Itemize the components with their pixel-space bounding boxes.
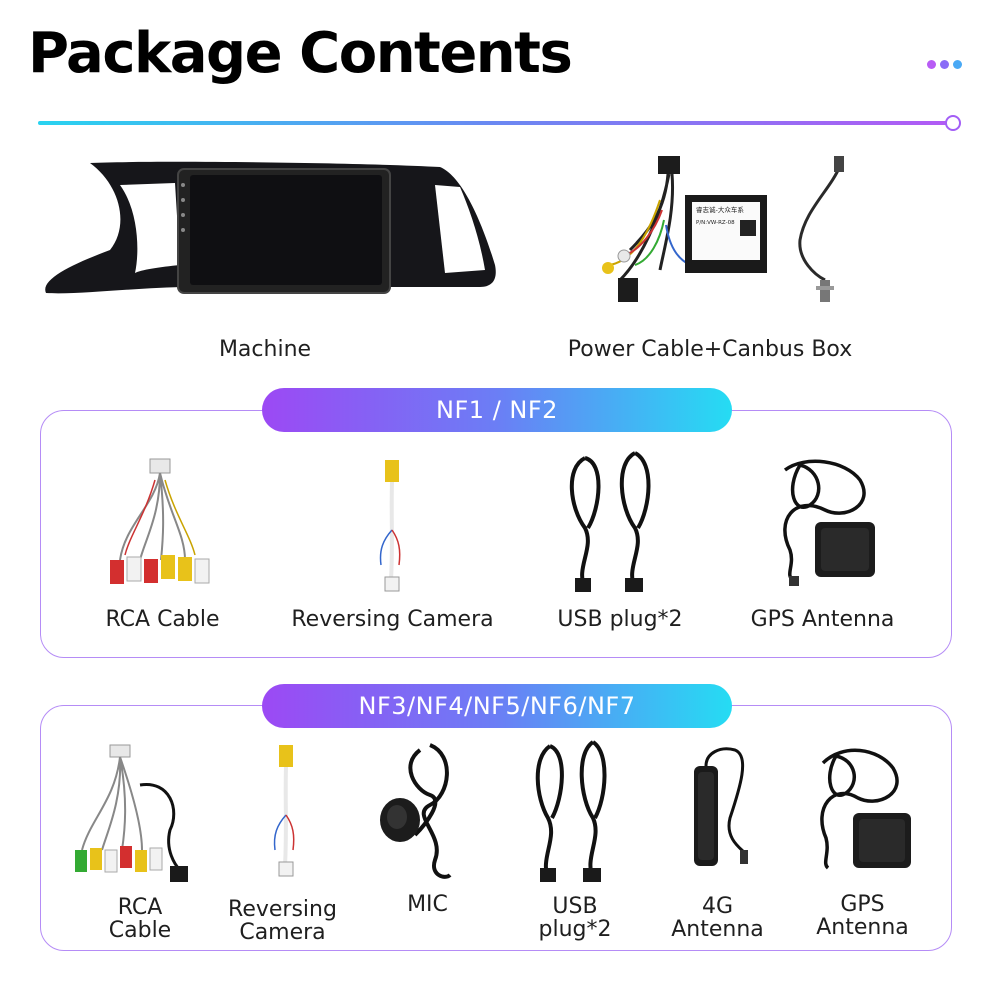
s2-item-mic-label-line1: MIC [407, 892, 448, 917]
s1-item-usb-label: USB plug*2 [557, 607, 683, 632]
s2-item-rca-label-line1: RCA [117, 895, 163, 920]
gps-antenna-image [820, 748, 911, 870]
s2-item-reversing-camera-label: Reversing Camera [215, 898, 350, 944]
s2-item-rca-label-line2: Cable [108, 918, 172, 944]
canbus-label-line2: P/N:VW-RZ-08 [696, 220, 735, 226]
page-title: Package Contents [28, 21, 573, 86]
s2-item-mic-label: MIC [380, 893, 475, 916]
gps-antenna-image [783, 459, 875, 586]
s1-item-reversing-camera-label: Reversing Camera [291, 607, 494, 632]
more-dots-icon [927, 60, 962, 69]
power-cable-label: Power Cable+Canbus Box [567, 337, 853, 362]
reversing-camera-image [273, 745, 295, 877]
s2-item-4g-label-line1: 4G [701, 894, 734, 919]
s2-item-gps-label-line2: Antenna [816, 915, 909, 941]
s1-item-rca-label: RCA Cable [105, 607, 220, 632]
reversing-camera-image [379, 460, 401, 592]
s2-item-usb-label-line1: USB [552, 894, 598, 919]
s2-item-rca-label: RCA Cable [85, 896, 195, 942]
rca-cable-image [75, 744, 188, 882]
s2-item-gps-label: GPS Antenna [805, 893, 920, 939]
s2-item-4g-label-line2: Antenna [671, 917, 764, 943]
s2-item-4g-label: 4G Antenna [660, 895, 775, 941]
s2-item-gps-label-line1: GPS [840, 892, 885, 917]
s2-item-reversing-camera-label-line1: Reversing [228, 897, 337, 922]
section-nf1-nf2-title: NF1 / NF2 [262, 388, 732, 432]
s2-item-reversing-camera-label-line2: Camera [239, 920, 326, 946]
s2-item-usb-label-line2: plug*2 [538, 917, 612, 943]
machine-image [45, 161, 496, 294]
s1-item-gps-label: GPS Antenna [750, 607, 895, 632]
section-nf3-nf7-title: NF3/NF4/NF5/NF6/NF7 [262, 684, 732, 728]
canbus-label-line1: 睿志诚-大众车系 [696, 205, 744, 214]
4g-antenna-image [694, 747, 748, 866]
s2-item-usb-label: USB plug*2 [520, 895, 630, 941]
header-divider [38, 121, 948, 125]
divider-end-circle [945, 115, 961, 131]
mic-image [380, 743, 452, 879]
rca-cable-image [110, 458, 210, 584]
machine-label: Machine [218, 337, 312, 362]
usb-plug-image [535, 740, 607, 882]
usb-plug-image [569, 451, 651, 592]
power-cable-canbus-image: 睿志诚-大众车系 P/N:VW-RZ-08 [602, 156, 844, 302]
